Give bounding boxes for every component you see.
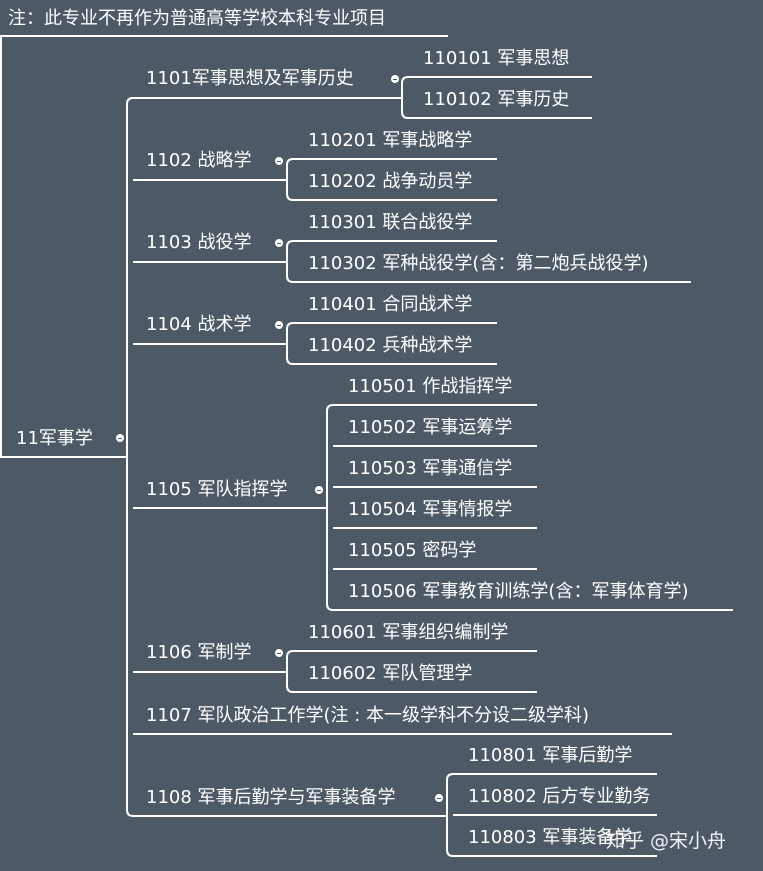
leaf-110801: 110801 军事后勤学 xyxy=(468,745,633,766)
branch-1108-label: 1108 军事后勤学与军事装备学 xyxy=(146,787,396,808)
note-text: 注：此专业不再作为普通高等学校本科专业项目 xyxy=(8,8,386,29)
leaf-110401: 110401 合同战术学 xyxy=(308,294,473,315)
leaf-bracket xyxy=(401,76,409,119)
branch-1106-label: 1106 军制学 xyxy=(146,642,252,663)
leaf-110802: 110802 后方专业勤务 xyxy=(468,786,651,807)
branch-1105-label: 1105 军队指挥学 xyxy=(146,479,288,500)
root-node-label: 11军事学 xyxy=(16,428,93,449)
branch-1104-collapse-icon[interactable] xyxy=(275,321,283,329)
branch-1102-collapse-icon[interactable] xyxy=(275,157,283,165)
branch-1106-collapse-icon[interactable] xyxy=(275,649,283,657)
leaf-110302: 110302 军种战役学(含：第二炮兵战役学) xyxy=(308,253,649,274)
branch-1101-label: 1101军事思想及军事历史 xyxy=(146,68,354,89)
leaf-bracket xyxy=(446,773,454,857)
leaf-110504: 110504 军事情报学 xyxy=(348,499,513,520)
leaf-bracket xyxy=(286,650,294,693)
leaf-110505: 110505 密码学 xyxy=(348,540,477,561)
leaf-110102: 110102 军事历史 xyxy=(423,89,570,110)
leaf-bracket xyxy=(286,158,294,201)
leaf-110402: 110402 兵种战术学 xyxy=(308,335,473,356)
leaf-110202: 110202 战争动员学 xyxy=(308,171,473,192)
leaf-110506: 110506 军事教育训练学(含：军事体育学) xyxy=(348,581,689,602)
branch-1104-label: 1104 战术学 xyxy=(146,314,252,335)
leaf-110803: 110803 军事装备学 xyxy=(468,827,633,848)
leaf-110502: 110502 军事运筹学 xyxy=(348,417,513,438)
leaf-bracket xyxy=(326,404,334,611)
main-bracket xyxy=(126,97,134,817)
leaf-110101: 110101 军事思想 xyxy=(423,48,570,69)
leaf-110602: 110602 军队管理学 xyxy=(308,663,473,684)
leaf-bracket xyxy=(286,322,294,365)
leaf-110301: 110301 联合战役学 xyxy=(308,212,473,233)
leaf-110503: 110503 军事通信学 xyxy=(348,458,513,479)
branch-1101-collapse-icon[interactable] xyxy=(391,75,399,83)
branch-1103-collapse-icon[interactable] xyxy=(275,239,283,247)
leaf-110601: 110601 军事组织编制学 xyxy=(308,622,509,643)
leaf-110501: 110501 作战指挥学 xyxy=(348,376,513,397)
leaf-110201: 110201 军事战略学 xyxy=(308,130,473,151)
branch-1102-label: 1102 战略学 xyxy=(146,150,252,171)
branch-1108-collapse-icon[interactable] xyxy=(435,794,443,802)
leaf-bracket xyxy=(286,240,294,283)
branch-1103-label: 1103 战役学 xyxy=(146,232,252,253)
branch-1107-label: 1107 军队政治工作学(注 : 本一级学科不分设二级学科) xyxy=(146,705,590,726)
root-collapse-icon[interactable] xyxy=(116,434,124,442)
branch-1105-collapse-icon[interactable] xyxy=(315,486,323,494)
watermark-text: 知乎 @宋小舟 xyxy=(606,830,727,852)
